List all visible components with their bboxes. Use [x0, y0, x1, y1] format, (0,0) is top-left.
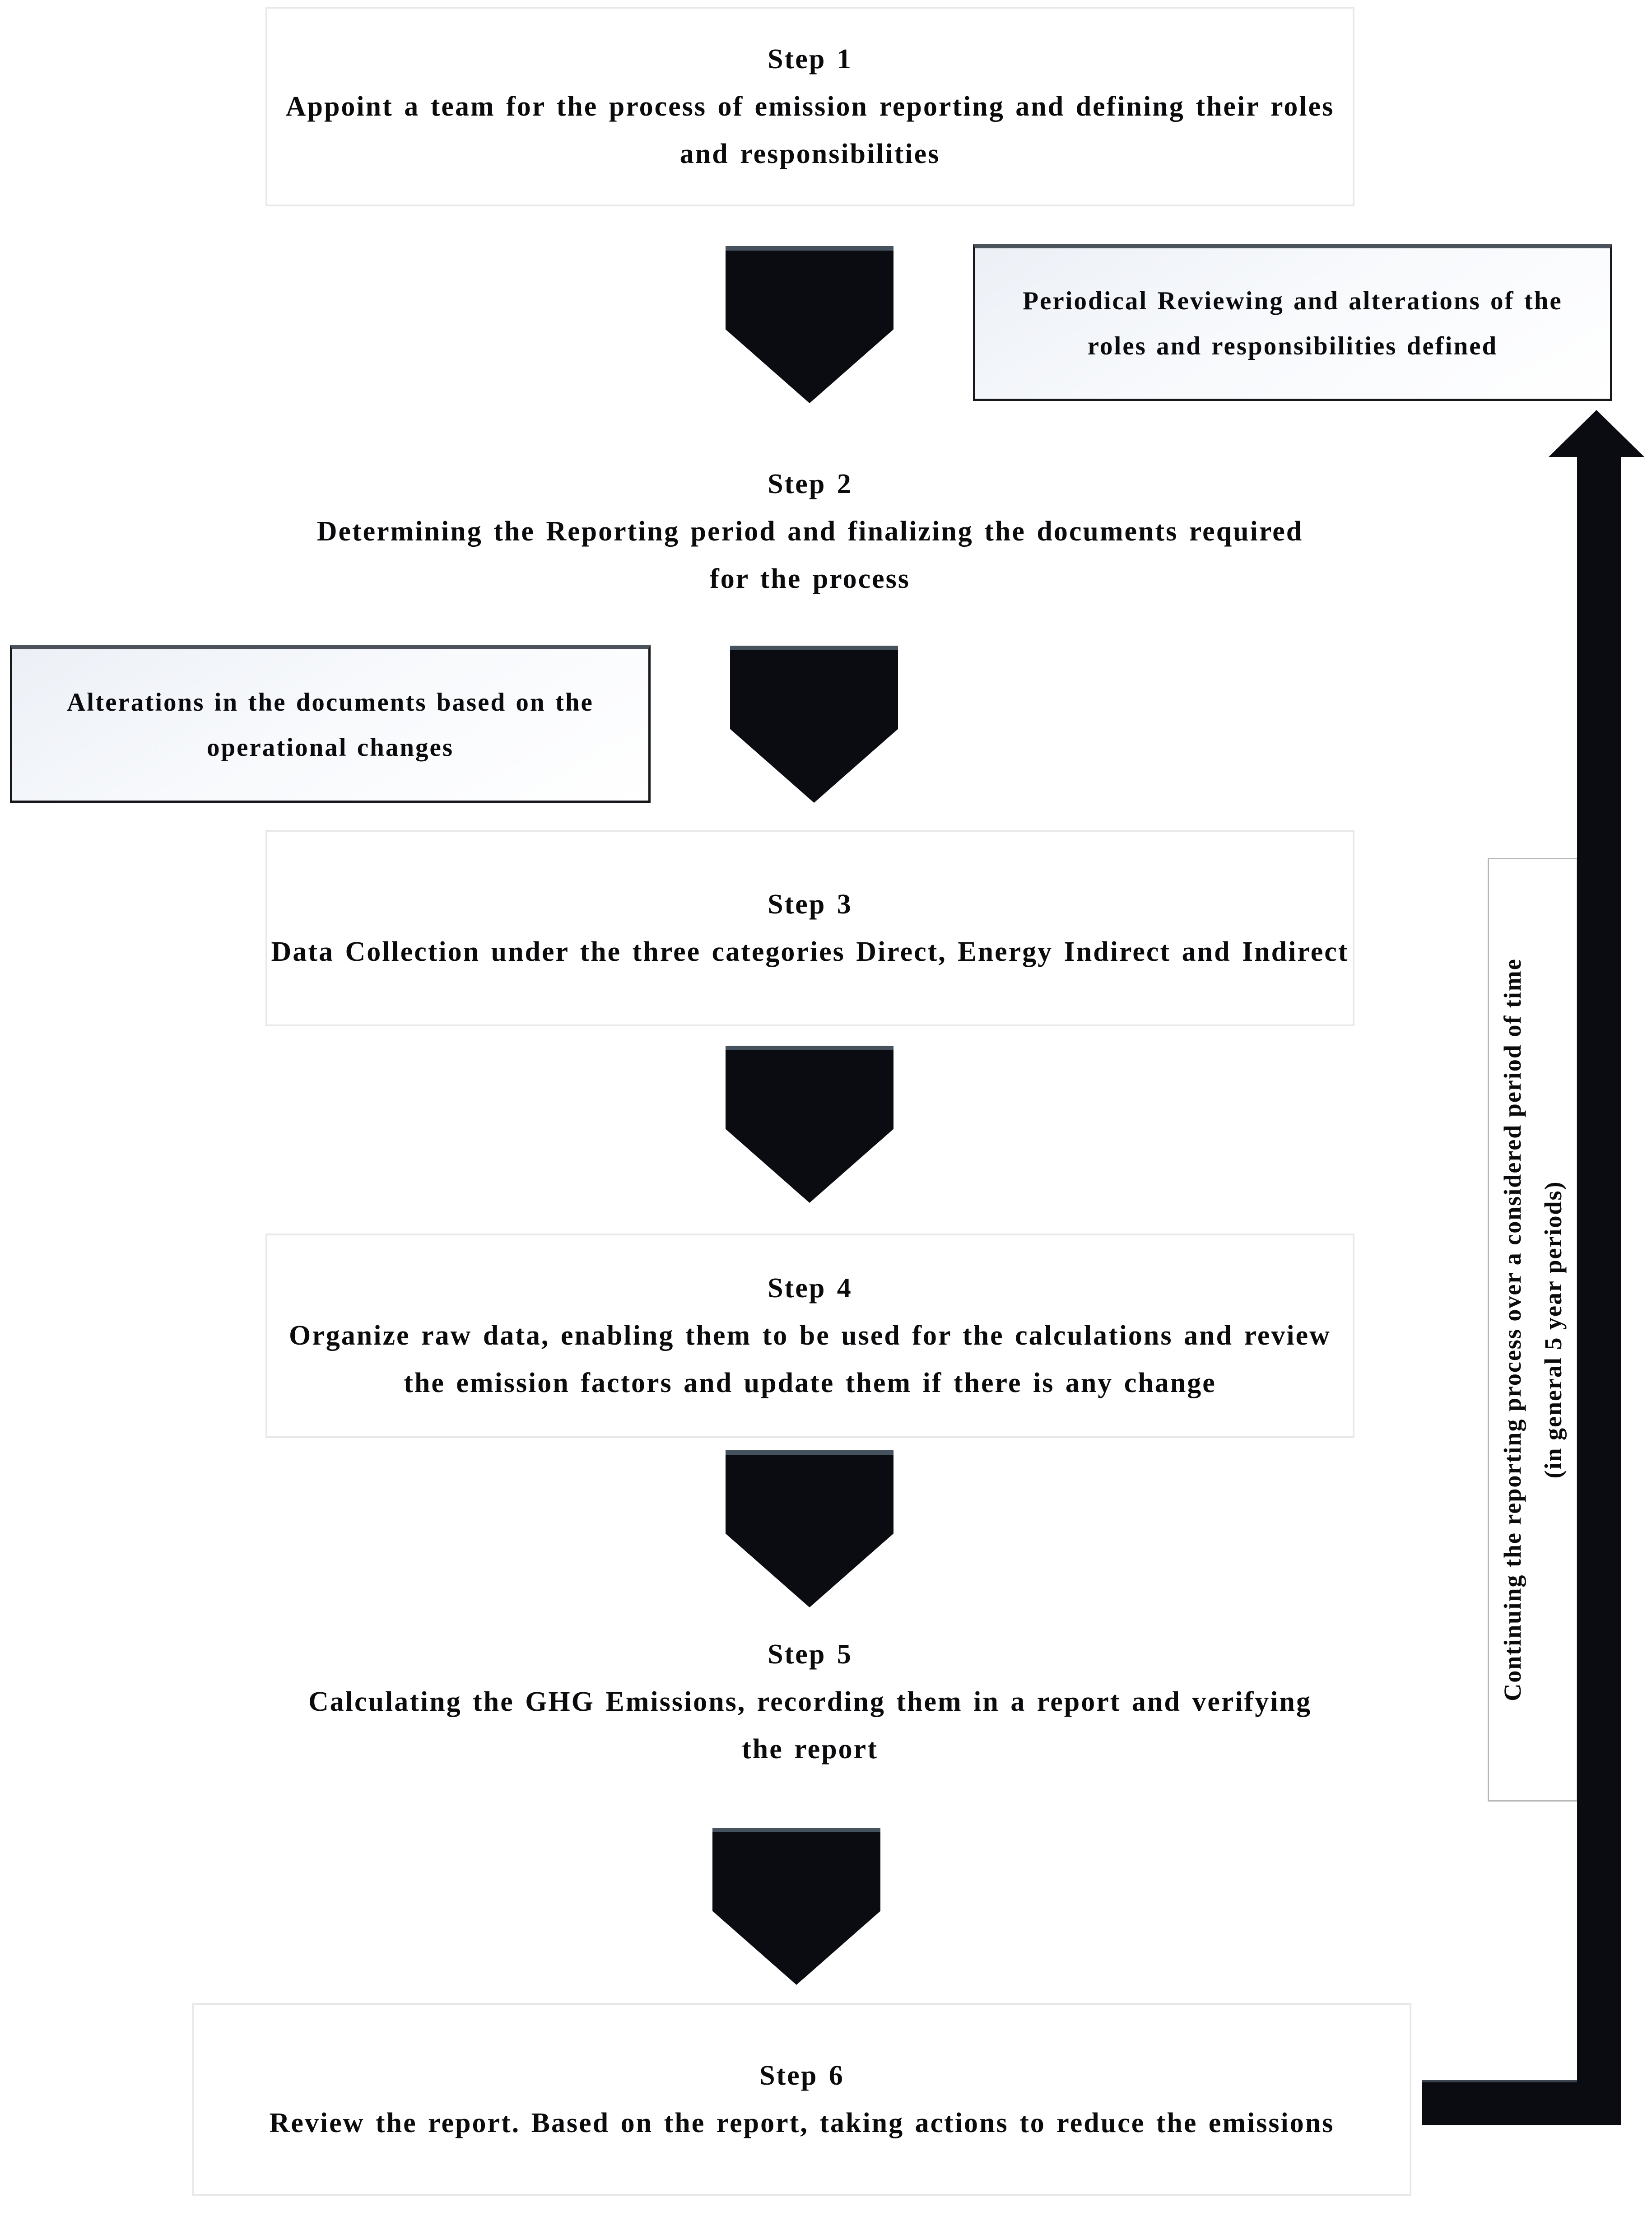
- step-3-description: Data Collection under the three categori…: [271, 936, 1349, 967]
- step-4-description: Organize raw data, enabling them to be u…: [289, 1320, 1331, 1398]
- step-1-title: Step 1: [768, 43, 852, 74]
- step-4-box: Step 4 Organize raw data, enabling them …: [265, 1234, 1354, 1438]
- loop-label-line2: (in general 5 year periods): [1540, 1181, 1567, 1479]
- document-alterations-text: Alterations in the documents based on th…: [67, 688, 594, 762]
- step-1-text: Step 1 Appoint a team for the process of…: [268, 36, 1352, 178]
- step-2-description: Determining the Reporting period and fin…: [316, 516, 1303, 594]
- step-1-description: Appoint a team for the process of emissi…: [285, 91, 1335, 169]
- step-3-title: Step 3: [768, 889, 852, 920]
- periodical-review-note: Periodical Reviewing and alterations of …: [973, 244, 1612, 401]
- step-6-box: Step 6 Review the report. Based on the r…: [192, 2003, 1411, 2196]
- down-arrow-5-icon: [712, 1828, 880, 1985]
- step-6-title: Step 6: [759, 2060, 844, 2091]
- down-arrow-2-icon: [730, 646, 898, 803]
- down-arrow-1-icon: [726, 246, 893, 403]
- step-6-description: Review the report. Based on the report, …: [269, 2107, 1335, 2138]
- document-alterations-note: Alterations in the documents based on th…: [10, 645, 651, 803]
- step-2-text: Step 2 Determining the Reporting period …: [295, 461, 1325, 603]
- loop-label-text: Continuing the reporting process over a …: [1489, 865, 1577, 1795]
- step-3-box: Step 3 Data Collection under the three c…: [265, 830, 1354, 1026]
- loop-arrow-up-icon: [1549, 410, 1644, 457]
- step-1-box: Step 1 Appoint a team for the process of…: [265, 7, 1354, 206]
- step-2-title: Step 2: [768, 469, 852, 499]
- loop-label-line1: Continuing the reporting process over a …: [1499, 958, 1526, 1701]
- step-6-text: Step 6 Review the report. Based on the r…: [270, 2052, 1335, 2147]
- step-4-title: Step 4: [768, 1273, 852, 1304]
- loop-label-box: Continuing the reporting process over a …: [1488, 858, 1578, 1802]
- step-2-block: Step 2 Determining the Reporting period …: [265, 461, 1354, 610]
- step-5-text: Step 5 Calculating the GHG Emissions, re…: [291, 1631, 1329, 1773]
- step-4-text: Step 4 Organize raw data, enabling them …: [286, 1265, 1334, 1407]
- loop-arrow-shaft: [1577, 456, 1621, 2123]
- step-5-description: Calculating the GHG Emissions, recording…: [308, 1686, 1312, 1765]
- periodical-review-text: Periodical Reviewing and alterations of …: [1023, 286, 1563, 360]
- down-arrow-4-icon: [726, 1450, 893, 1607]
- down-arrow-3-icon: [726, 1046, 893, 1203]
- step-3-text: Step 3 Data Collection under the three c…: [271, 881, 1349, 976]
- step-5-title: Step 5: [768, 1639, 852, 1670]
- step-5-block: Step 5 Calculating the GHG Emissions, re…: [265, 1631, 1354, 1780]
